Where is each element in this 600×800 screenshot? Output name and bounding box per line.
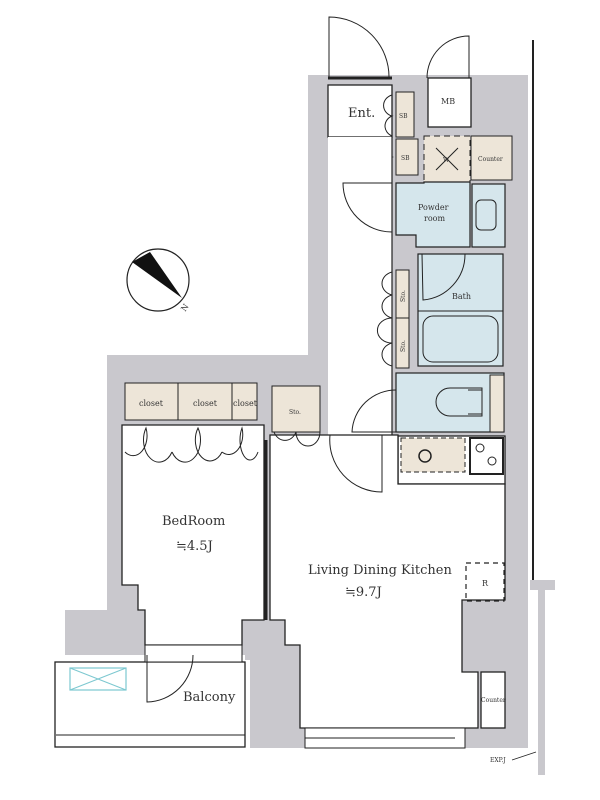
meter-box — [427, 77, 472, 128]
shoe-box-2-label: SB — [401, 155, 410, 162]
storage-3-label: Sto. — [289, 409, 301, 416]
storage-doors[interactable] — [376, 271, 393, 367]
counter-bottom-label: Counter — [481, 697, 506, 704]
sink-icon — [475, 199, 497, 231]
corridor — [328, 137, 392, 435]
closet-1-label: closet — [139, 399, 164, 408]
compass-icon: N — [126, 248, 191, 313]
bedroom-label: BedRoom — [162, 514, 225, 529]
refrigerator-space — [465, 562, 505, 602]
closet-1 — [124, 382, 179, 421]
bedroom-size: ≒4.5J — [176, 539, 213, 554]
closet-2 — [177, 382, 233, 421]
ac-unit-cross — [69, 667, 127, 691]
entrance-door[interactable] — [328, 16, 390, 79]
stove-icon — [469, 437, 504, 475]
faucet-icon — [418, 449, 432, 463]
shoe-box-1-label: SB — [399, 113, 408, 120]
toilet-door[interactable] — [351, 389, 397, 433]
closet-3-label: closet — [233, 399, 258, 408]
toilet-shelf — [489, 374, 505, 433]
counter-top — [470, 135, 513, 181]
closet-2-label: closet — [193, 399, 218, 408]
powder-room-door[interactable] — [342, 182, 393, 233]
storage-1-label: Sto. — [400, 290, 407, 302]
outer-wall-right-lower — [530, 580, 555, 775]
counter-bottom — [480, 671, 506, 729]
powder-room-label-1: Powder — [418, 203, 449, 212]
balcony — [54, 661, 246, 748]
meter-box-door[interactable] — [426, 35, 470, 79]
compass-north-label: N — [179, 302, 190, 313]
shoe-box-2 — [395, 138, 419, 176]
bath-door[interactable] — [421, 253, 466, 301]
expansion-joint-leader — [511, 751, 537, 761]
bathtub-icon — [422, 315, 499, 363]
meter-box-label: MB — [441, 97, 455, 106]
ldk-label: Living Dining Kitchen — [308, 563, 452, 578]
expansion-joint-label: EXP.J — [490, 757, 506, 764]
closet-doors[interactable] — [124, 426, 259, 463]
ldk-door[interactable] — [329, 434, 383, 493]
bath — [417, 253, 504, 367]
burner-icon — [475, 443, 485, 453]
refrigerator-label: R — [482, 579, 489, 588]
washer-icon — [435, 147, 459, 171]
balcony-door[interactable] — [146, 654, 194, 703]
balcony-label: Balcony — [183, 690, 236, 705]
powder-room-label-2: room — [424, 214, 445, 223]
storage-2 — [395, 317, 410, 369]
vanity — [471, 183, 506, 248]
toilet-icon — [435, 387, 483, 417]
shoe-box-1 — [395, 91, 415, 138]
washer-label: W — [443, 157, 450, 164]
closet-3 — [231, 382, 258, 421]
entrance-label: Ent. — [348, 106, 375, 121]
ldk-size: ≒9.7J — [345, 585, 382, 600]
ac-unit-icon — [69, 667, 127, 691]
toilet-room — [395, 372, 505, 433]
bath-label: Bath — [452, 292, 471, 301]
entrance — [327, 84, 393, 138]
storage-3 — [271, 385, 321, 433]
counter-top-label: Counter — [478, 156, 503, 163]
burner-icon — [487, 456, 497, 466]
balcony-window[interactable] — [144, 644, 243, 663]
living-dining-kitchen — [269, 434, 506, 729]
powder-room — [395, 181, 471, 248]
kitchen-sink-area — [400, 437, 466, 473]
storage-3-doors[interactable] — [273, 431, 321, 447]
storage-2-label: Sto. — [400, 340, 407, 352]
